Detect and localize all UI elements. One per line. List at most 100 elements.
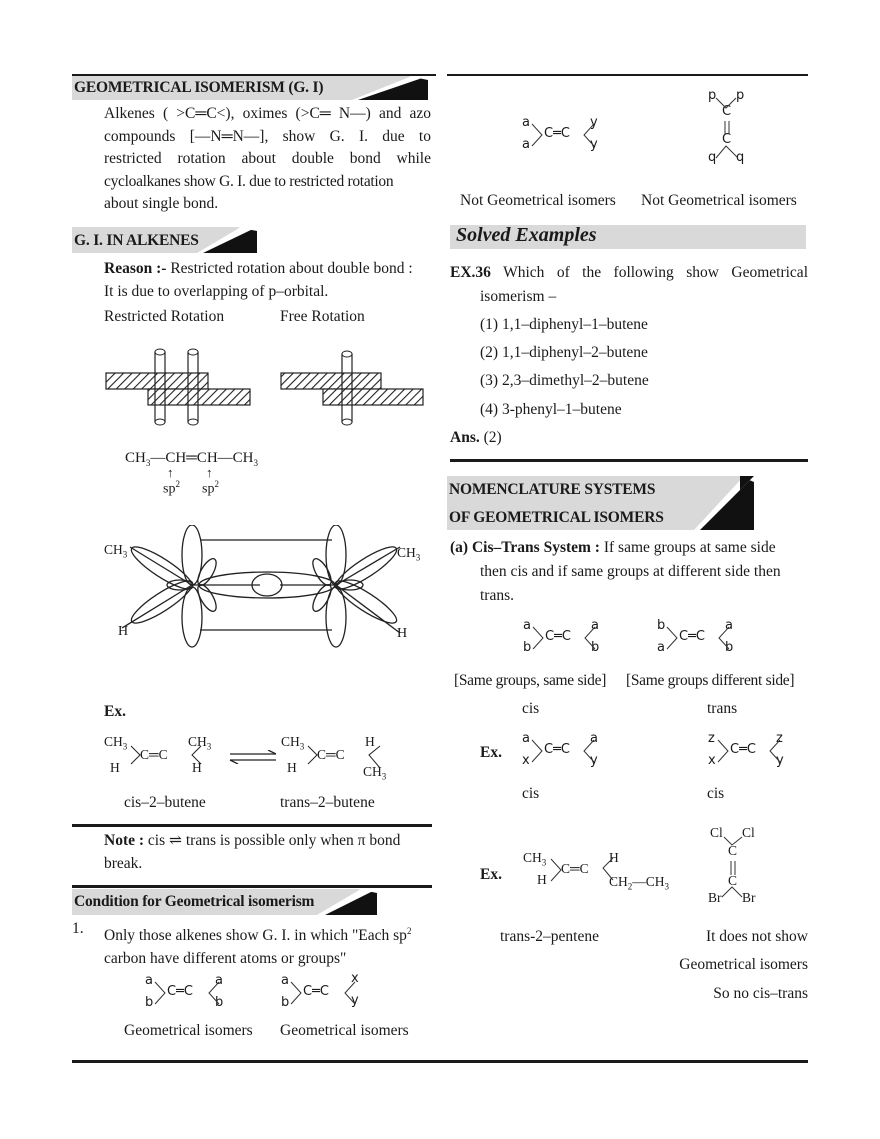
section-heading: GEOMETRICAL ISOMERISM (G. I) — [74, 79, 324, 96]
section-banner-nomenclature: NOMENCLATURE SYSTEMS OF GEOMETRICAL ISOM… — [447, 476, 754, 530]
ch-double-ch: CH═CH — [165, 450, 218, 466]
condition-line1: Only those alkenes show G. I. in which "… — [104, 927, 407, 945]
reason-line2: It is due to overlapping of p–orbital. — [104, 282, 329, 300]
cis-2-butene-structure: CH3 H C═C CH3 H — [104, 734, 212, 775]
cis-2-butene-caption: cis–2–butene — [124, 794, 206, 811]
answer-label: Ans. — [450, 429, 480, 446]
section-banner-geometrical-isomerism: GEOMETRICAL ISOMERISM (G. I) — [72, 76, 428, 100]
no-gi-line3: So no cis–trans — [713, 985, 808, 1002]
trans-2-butene-caption: trans–2–butene — [280, 794, 375, 811]
text-line: compounds [—N═N—], show G. I. due to — [104, 127, 431, 145]
reason-label: Reason :- — [104, 260, 167, 277]
option-item: (4) 3-phenyl–1–butene — [480, 401, 622, 418]
reason-paragraph: Reason :- Restricted rotation about doub… — [104, 258, 439, 303]
rotation-diagram — [105, 348, 424, 426]
note-line2: break. — [104, 854, 143, 872]
cis-trans-line3: trans. — [480, 587, 515, 604]
cis-trans-text: If same groups at same side — [599, 539, 776, 556]
orbital-label-ch3-left: CH3 — [104, 542, 128, 560]
section-heading-line1: NOMENCLATURE SYSTEMS — [449, 481, 656, 498]
dichloro-dibromo-structure: Cl Cl C C Br Br — [708, 825, 756, 905]
sp2-label: sp2 — [202, 479, 219, 497]
note-text: cis ⇌ trans is possible only when π bond — [144, 832, 401, 849]
note-top-rule — [72, 824, 432, 827]
sp2-label: sp2 — [163, 479, 180, 497]
ex1-left-cis: cis — [522, 785, 540, 802]
ch3-left: CH — [125, 450, 146, 466]
example-label: Ex. — [480, 866, 502, 883]
arrow-up-icon: ↑ — [167, 465, 174, 480]
banner-triangle-icon — [317, 889, 377, 915]
no-gi-line2: Geometrical isomers — [679, 956, 808, 973]
orbital-label-ch3-right: CH3 — [397, 545, 421, 563]
structure-ax-ay: a x C═C a y — [522, 731, 598, 768]
not-geometrical-isomers-caption: Not Geometrical isomers — [460, 192, 616, 209]
option-item: (3) 2,3–dimethyl–2–butene — [480, 372, 649, 389]
trans-label: trans — [707, 700, 738, 717]
restricted-rotation-label: Restricted Rotation — [104, 308, 225, 325]
bond-dash: — — [217, 450, 233, 466]
top-rule-right — [447, 74, 808, 76]
condition-number: 1. — [72, 920, 84, 937]
text-line: cycloalkanes show G. I. due to restricte… — [104, 172, 394, 190]
structure-pp-qq: p p C C q q — [708, 88, 745, 165]
superscript: 2 — [406, 926, 412, 936]
answer-value: (2) — [479, 429, 502, 446]
banner-triangle-icon — [197, 227, 257, 253]
reason-text: Restricted rotation about double bond : — [166, 260, 413, 277]
banner-triangle-icon — [694, 476, 754, 530]
orbital-diagram — [121, 525, 401, 648]
structure-cis-ab: a b C═C a b — [523, 618, 600, 655]
section-banner-gi-alkenes: G. I. IN ALKENES — [72, 227, 257, 253]
answer: Ans. (2) — [450, 427, 502, 450]
geometrical-isomers-caption: Geometrical isomers — [124, 1022, 253, 1039]
text-line: Alkenes ( >C═C<), oximes (>C═ N—) and az… — [104, 105, 431, 122]
note-label: Note : — [104, 832, 145, 849]
arrow-up-icon: ↑ — [206, 465, 213, 480]
cis-label: cis — [522, 700, 540, 717]
example-label: Ex. — [480, 744, 502, 761]
question-text: Which of the following show Geometrical — [490, 264, 808, 281]
section-heading-line2: OF GEOMETRICAL ISOMERS — [449, 509, 664, 526]
structure-ab-xy: a b C═C x y — [281, 971, 359, 1010]
free-rotation-label: Free Rotation — [280, 308, 365, 325]
section-banner-condition: Condition for Geometrical isomerism — [72, 889, 377, 915]
not-geometrical-isomers-caption: Not Geometrical isomers — [641, 192, 797, 209]
ch3-right: CH — [232, 450, 254, 466]
option-item: (2) 1,1–diphenyl–2–butene — [480, 344, 648, 361]
ex36-question: EX.36 Which of the following show Geomet… — [450, 262, 808, 285]
gi-paragraph: Alkenes ( >C═C<), oximes (>C═ N—) and az… — [104, 103, 431, 216]
top-rule-left — [72, 74, 436, 76]
no-gi-line1: It does not show — [705, 928, 808, 945]
solved-examples-heading: Solved Examples — [456, 224, 597, 246]
note-paragraph: Note : cis ⇌ trans is possible only when… — [104, 830, 434, 875]
bond-dash: — — [150, 450, 166, 466]
structure-ab-ab: a b C═C a b — [145, 973, 224, 1010]
trans-2-butene-structure: CH3 H C═C H CH3 — [281, 734, 387, 782]
structure-aa-yy: a a C═C y y — [522, 115, 598, 152]
subscript: 3 — [253, 458, 259, 468]
same-side-caption: [Same groups, same side] — [454, 672, 607, 689]
banner-triangle-icon — [352, 76, 428, 100]
cis-trans-label: (a) Cis–Trans System : — [450, 539, 600, 556]
condition-paragraph: Only those alkenes show G. I. in which "… — [104, 920, 439, 970]
subscript: 3 — [145, 458, 151, 468]
cis-trans-line2: then cis and if same groups at different… — [480, 563, 781, 580]
orbital-label-h-left: H — [118, 624, 129, 639]
text-line: about single bond. — [104, 195, 219, 212]
trans-2-pentene-structure: CH3 H C═C H CH2—CH3 — [523, 850, 670, 892]
solved-bottom-rule — [450, 459, 808, 462]
different-side-caption: [Same groups different side] — [626, 672, 795, 689]
ex36-question-cont: isomerism – — [480, 288, 557, 305]
note-bottom-rule — [72, 885, 432, 888]
option-item: (1) 1,1–diphenyl–1–butene — [480, 316, 648, 333]
cis-trans-paragraph: (a) Cis–Trans System : If same groups at… — [450, 537, 808, 560]
condition-line2: carbon have different atoms or groups" — [104, 949, 347, 967]
solved-examples-banner: Solved Examples — [450, 224, 806, 249]
ex1-right-cis: cis — [707, 785, 725, 802]
geometrical-isomers-caption: Geometrical isomers — [280, 1022, 409, 1039]
structure-zx-zy: z x C═C z y — [708, 731, 784, 768]
structure-trans-ba: b a C═C a b — [657, 618, 734, 655]
section-heading: Condition for Geometrical isomerism — [74, 893, 315, 910]
example-label: Ex. — [104, 703, 126, 720]
